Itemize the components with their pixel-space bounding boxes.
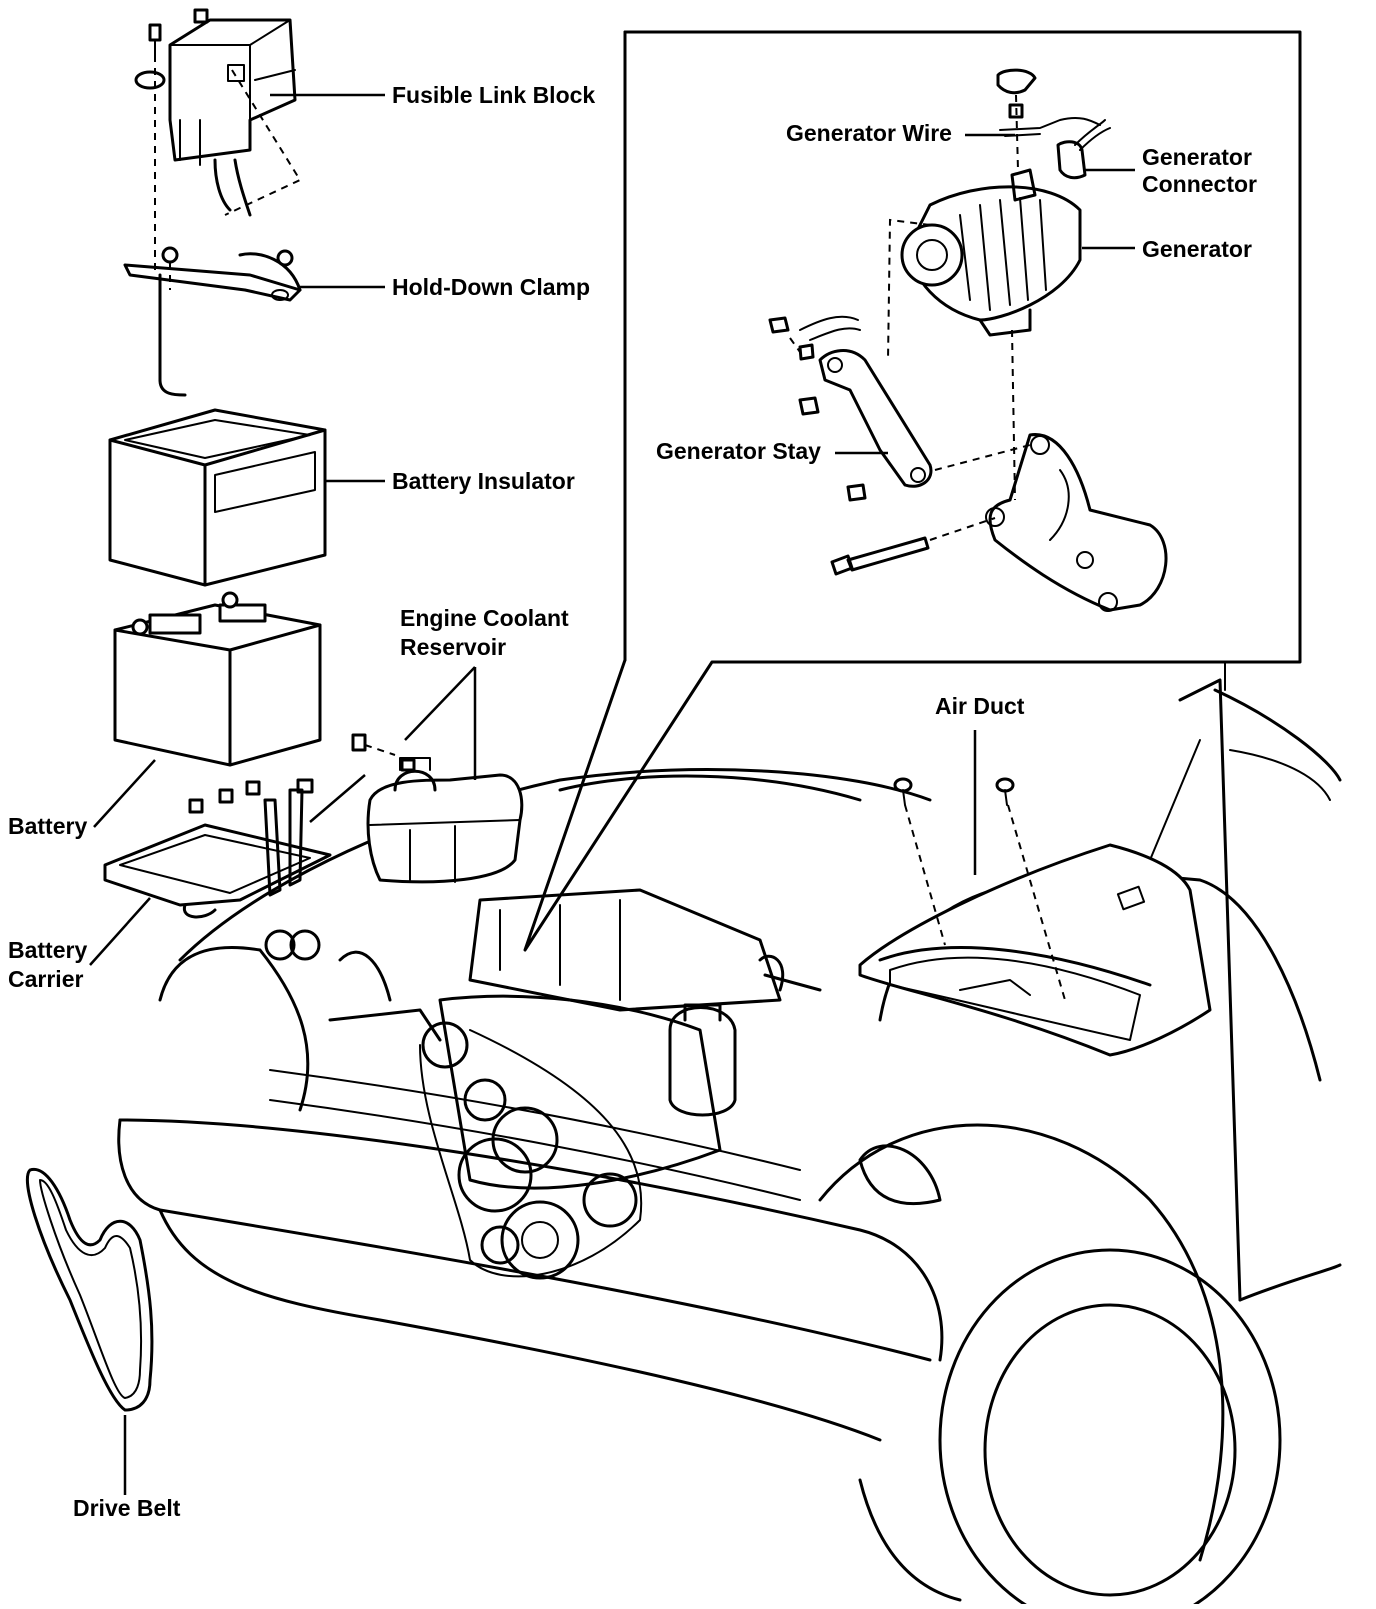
label-drive-belt: Drive Belt — [73, 1495, 181, 1521]
label-generator-connector-2: Connector — [1142, 171, 1257, 197]
generator-stay-part — [768, 218, 1168, 612]
label-battery: Battery — [8, 813, 87, 839]
part-labels: Fusible Link Block Hold-Down Clamp Batte… — [8, 82, 1257, 1521]
label-battery-carrier-1: Battery — [8, 937, 87, 963]
label-generator-wire: Generator Wire — [786, 120, 952, 146]
vehicle-front — [117, 678, 1342, 1609]
generator-inset — [523, 30, 1302, 952]
generator-part — [900, 68, 1111, 337]
coolant-reservoir-part — [351, 733, 524, 884]
label-generator: Generator — [1142, 236, 1252, 262]
label-generator-stay: Generator Stay — [656, 438, 821, 464]
fusible-link-block-part — [134, 8, 302, 270]
label-engine-coolant-reservoir-1: Engine Coolant — [400, 605, 569, 631]
air-duct-part — [858, 777, 1212, 1057]
label-battery-insulator: Battery Insulator — [392, 468, 575, 494]
battery-carrier-part — [103, 778, 332, 919]
label-hold-down-clamp: Hold-Down Clamp — [392, 274, 590, 300]
label-generator-connector-1: Generator — [1142, 144, 1252, 170]
label-engine-coolant-reservoir-2: Reservoir — [400, 634, 506, 660]
engine-assembly — [264, 888, 822, 1280]
label-air-duct: Air Duct — [935, 693, 1025, 719]
leader-lines — [89, 93, 1135, 1495]
battery-part — [113, 591, 322, 767]
drive-belt-part — [25, 1167, 154, 1412]
label-fusible-link-block: Fusible Link Block — [392, 82, 595, 108]
battery-insulator-part — [108, 408, 327, 587]
hold-down-clamp-part — [123, 246, 302, 397]
label-battery-carrier-2: Carrier — [8, 966, 83, 992]
